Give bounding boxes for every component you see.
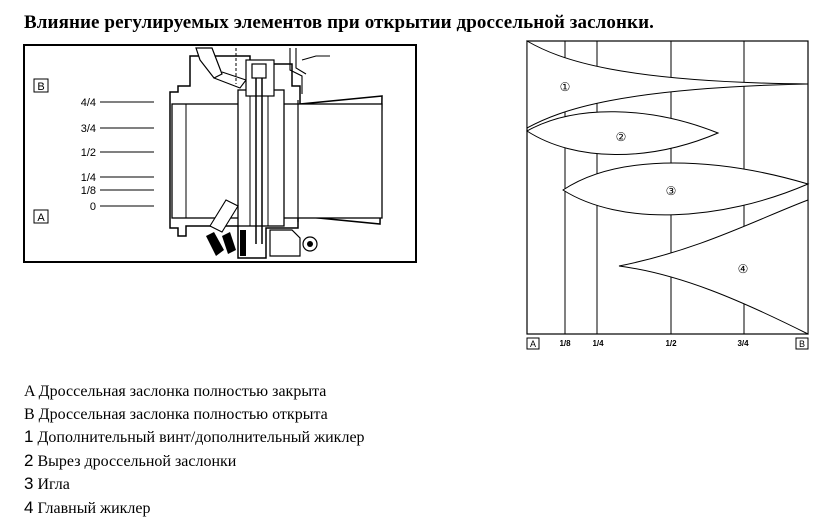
legend-key: 1 [24,427,34,446]
region-label-1: ① [560,80,571,94]
legend-text: Игла [33,476,70,493]
legend-row-a: A Дроссельная заслонка полностью закрыта [24,381,365,404]
scale-label-1-4: 1/4 [81,172,96,184]
legend-row-3: 3 Игла [24,473,365,497]
influence-graph: ① ② ③ ④ A 1/8 1/4 1/2 3/4 B [526,40,810,350]
graph-frame [526,40,809,335]
legend-text: Вырез дроссельной заслонки [33,452,237,470]
scale-label-4-4: 4/4 [81,97,96,109]
page-title: Влияние регулируемых элементов при откры… [24,12,654,33]
legend: A Дроссельная заслонка полностью закрыта… [24,381,365,520]
legend-text: Главный жиклер [33,499,151,517]
legend-text: Дополнительный винт/дополнительный жикле… [33,429,365,446]
axis-end-label: B [799,339,805,349]
legend-row-1: 1 Дополнительный винт/дополнительный жик… [24,426,365,450]
carburetor-diagram: B A 4/4 3/4 1/2 1/4 1/8 0 [23,44,417,263]
legend-row-4: 4 Главный жиклер [24,497,365,521]
legend-key: 3 [24,474,34,493]
scale-label-1-2: 1/2 [81,147,96,159]
legend-row-2: 2 Вырез дроссельной заслонки [24,450,365,474]
tick-label-1-2: 1/2 [665,339,677,348]
axis-end-box [795,337,809,350]
position-a-label: A [37,212,45,224]
region-3 [562,162,810,216]
legend-text: Дроссельная заслонка полностью открыта [34,405,328,423]
throttle-slide [237,89,285,227]
scale-label-3-4: 3/4 [81,123,96,135]
legend-row-b: B Дроссельная заслонка полностью открыта [24,404,365,427]
region-4 [618,199,809,335]
carburetor-frame [23,44,417,263]
region-label-2: ② [616,130,627,144]
tick-label-3-4: 3/4 [737,339,749,348]
position-b-box [33,78,49,93]
scale-label-0: 0 [90,201,96,213]
scale-label-1-8: 1/8 [81,185,96,197]
legend-key: A [24,383,35,400]
region-2 [526,111,720,155]
legend-key: 4 [24,497,34,517]
tick-label-1-8: 1/8 [559,339,571,348]
region-1 [526,40,809,129]
legend-key: B [24,405,35,423]
tick-label-1-4: 1/4 [592,339,604,348]
axis-start-label: A [530,339,536,349]
position-a-box [33,209,49,224]
axis-start-box [526,337,540,350]
legend-key: 2 [24,450,34,470]
position-b-label: B [37,81,44,93]
region-label-3: ③ [666,184,677,198]
region-label-4: ④ [738,262,749,276]
legend-text: Дроссельная заслонка полностью закрыта [34,383,327,400]
